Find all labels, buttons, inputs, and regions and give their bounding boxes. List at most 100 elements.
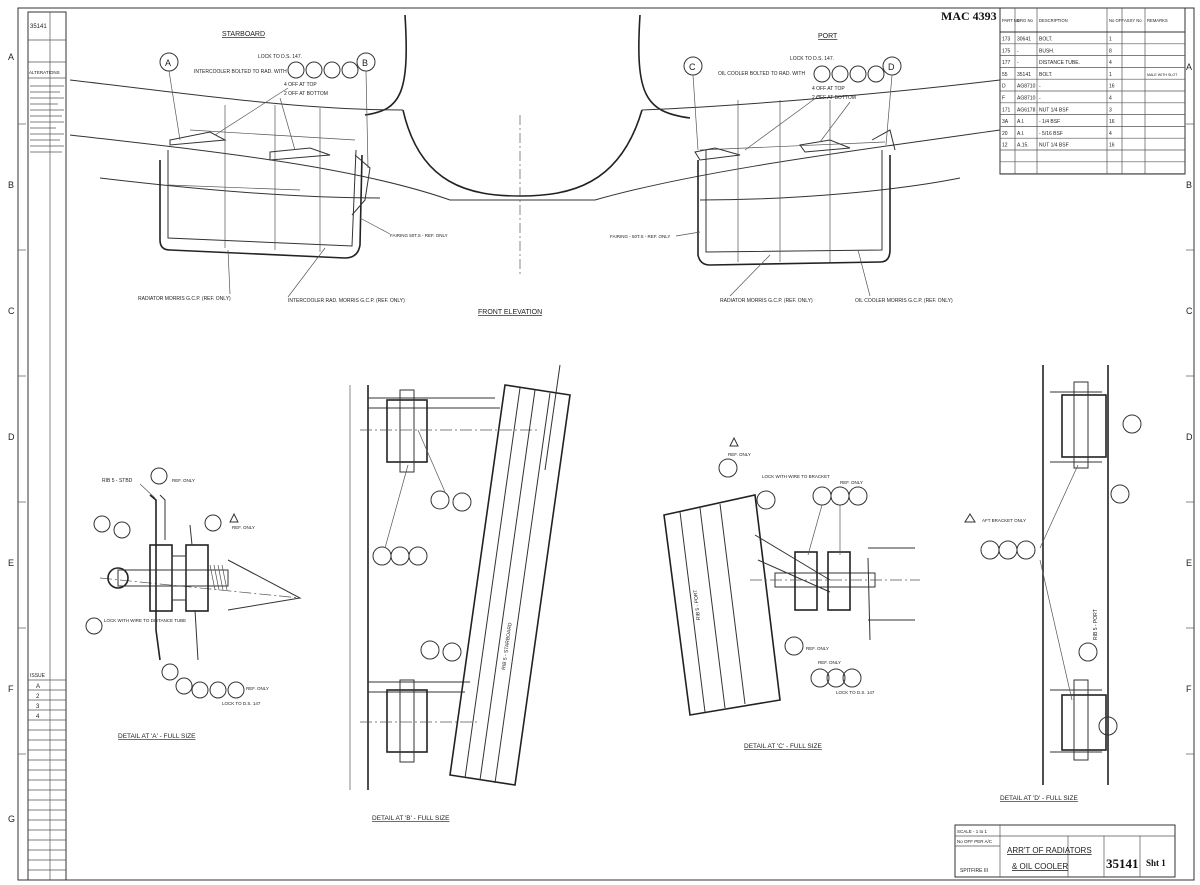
parts-table-cell: 30641 [1017, 37, 1031, 43]
svg-text:C: C [689, 62, 696, 72]
label-radiator-left: RADIATOR MORRIS G.C.P. (REF. ONLY) [138, 296, 231, 302]
parts-table-cell: MALE WITH SLOT [1147, 73, 1178, 77]
parts-table-cell: - 5/16 BSF [1039, 131, 1063, 137]
note-off-top-left: 4 OFF AT TOP [284, 82, 317, 88]
parts-table-cell: 4 [1109, 96, 1112, 102]
parts-table-header: REMARKS [1147, 18, 1168, 23]
parts-table-cell: 55 [1002, 72, 1008, 78]
parts-table-cell: - [1039, 96, 1041, 102]
parts-table-cell: 8 [1109, 48, 1112, 54]
zone-letters-left: A B C D E F G [8, 52, 15, 824]
parts-table-header: PART No [1002, 18, 1020, 23]
parts-table-cell: NUT 1/4 BSF [1039, 143, 1069, 149]
callout-a: A [159, 52, 181, 141]
parts-table-cell: 175 [1002, 48, 1011, 54]
note-off-top-right: 4 OFF AT TOP [812, 86, 845, 92]
title-line-1: ARR'T OF RADIATORS [1007, 846, 1092, 855]
detail-d-view: RIB 5 - PORT AFT BRACKET ONLY DETAIL AT … [964, 365, 1142, 802]
zone-letter: E [8, 558, 14, 568]
parts-table-cell: AG8710 [1017, 84, 1036, 90]
note-rib5-stbd: RIB 5 - STBD [102, 478, 133, 484]
parts-table-cell: 16 [1109, 119, 1115, 125]
parts-table-cell: BOLT. [1039, 37, 1053, 43]
front-elevation-title: FRONT ELEVATION [478, 309, 542, 316]
parts-table-cell: - 1/4 BSF [1039, 119, 1060, 125]
parts-table-cell: BUSH. [1039, 48, 1054, 54]
detail-c-view: RIB 5 - PORT REF. ONLY LOCK WITH WIRE TO… [663, 436, 920, 750]
detail-d-title: DETAIL AT 'D' - FULL SIZE [1000, 795, 1079, 802]
svg-text:REF. ONLY: REF. ONLY [840, 480, 863, 485]
note-fairing-left: FAIRING 50T.S - REF. ONLY [390, 233, 448, 238]
parts-table-cell: 4 [1109, 60, 1112, 66]
zone-ticks [18, 123, 1194, 755]
callout-d: D [882, 56, 902, 146]
zone-letter: D [1186, 432, 1193, 442]
parts-table-header: DESCRIPTION [1039, 18, 1068, 23]
label-intercooler-rad: INTERCOOLER RAD. MORRIS G.C.P. (REF. ONL… [288, 298, 405, 304]
detail-a-title: DETAIL AT 'A' - FULL SIZE [118, 733, 196, 740]
parts-table-cell: 16 [1109, 84, 1115, 90]
parts-table-cell: 16 [1109, 143, 1115, 149]
callout-b: B [356, 52, 376, 169]
note-lock-ds147-a: LOCK TO D.S. 147 [222, 701, 261, 706]
alterations-label: ALTERATIONS [29, 70, 60, 75]
issue-header: ISSUE [30, 673, 46, 679]
fuselage-line-right [638, 14, 691, 119]
zone-letter: A [8, 52, 14, 62]
port-radiator [697, 155, 891, 266]
svg-text:REF. ONLY: REF. ONLY [806, 646, 829, 651]
note-intercooler-bolted: INTERCOOLER BOLTED TO RAD. WITH [194, 69, 287, 75]
zone-letter: F [8, 684, 14, 694]
parts-table-cell: 20 [1002, 131, 1008, 137]
svg-text:REF. ONLY: REF. ONLY [728, 452, 751, 457]
detail-b-view: RIB 5 - STARBOARD DETAIL AT 'B' - FULL S… [349, 364, 571, 822]
parts-table-header: No OFF [1109, 18, 1124, 23]
issue-entry: 3 [36, 704, 40, 710]
detail-b-title: DETAIL AT 'B' - FULL SIZE [372, 815, 450, 822]
title-no-off: No OFF PER A/C [957, 839, 993, 844]
zone-letter: E [1186, 558, 1192, 568]
parts-table-cell: 3 [1109, 107, 1112, 113]
port-label: PORT [818, 33, 838, 40]
parts-table-cell: A.I. [1017, 131, 1025, 137]
svg-text:A: A [165, 58, 171, 68]
title-drawing-number: 35141 [1106, 856, 1139, 871]
svg-text:RIB 5 - PORT: RIB 5 - PORT [693, 589, 702, 620]
parts-table-cell: AG8710 [1017, 96, 1036, 102]
starboard-radiator [159, 154, 363, 259]
parts-table-cell: 1 [1109, 37, 1112, 43]
parts-table-cell: A.I. [1017, 119, 1025, 125]
port-rib-c [663, 494, 781, 716]
note-off-bottom-left: 2 OFF AT BOTTOM [284, 91, 328, 97]
drawing-number-top: MAC 4393 [941, 9, 997, 23]
front-elevation-view: STARBOARD PORT [69, 14, 1001, 316]
sheet-border [17, 7, 1195, 881]
note-lock-wire-tube: LOCK WITH WIRE TO DISTANCE TUBE [104, 618, 186, 623]
callout-c: C [683, 56, 703, 151]
alterations-strip: 35141 ALTERATIONS ISSUE A 2 3 4 [27, 11, 67, 881]
starboard-label: STARBOARD [222, 31, 265, 38]
detail-c-title: DETAIL AT 'C' - FULL SIZE [744, 743, 823, 750]
parts-table-header: ASSY No [1124, 18, 1142, 23]
title-sheet: Sht 1 [1146, 858, 1166, 868]
svg-text:REF. ONLY: REF. ONLY [232, 525, 255, 530]
parts-table-cell: BOLT. [1039, 72, 1053, 78]
svg-text:B: B [362, 58, 368, 68]
note-lock-ds147-c: LOCK TO D.S. 147 [836, 690, 875, 695]
label-oil-cooler: OIL COOLER MORRIS G.C.P. (REF. ONLY) [855, 298, 953, 304]
strip-grid [28, 679, 66, 871]
note-off-bottom-right: 2 OFF AT BOTTOM [812, 95, 856, 101]
parts-table-cell: 173 [1002, 37, 1011, 43]
parts-table-header: DRG No [1017, 18, 1033, 23]
zone-letter: B [8, 180, 14, 190]
zone-letter: B [1186, 180, 1192, 190]
parts-table-cell: NUT 1/4 BSF [1039, 107, 1069, 113]
zone-letter: C [8, 306, 15, 316]
parts-table-cell: - [1039, 84, 1041, 90]
note-lock-wire-bracket: LOCK WITH WIRE TO BRACKET [762, 474, 830, 479]
title-aircraft: SPITFIRE III [960, 868, 988, 874]
label-radiator-right: RADIATOR MORRIS G.C.P. (REF. ONLY) [720, 298, 813, 304]
zone-letter: D [8, 432, 15, 442]
title-block: SCALE - 1 to 1 No OFF PER A/C ARR'T OF R… [954, 824, 1176, 878]
